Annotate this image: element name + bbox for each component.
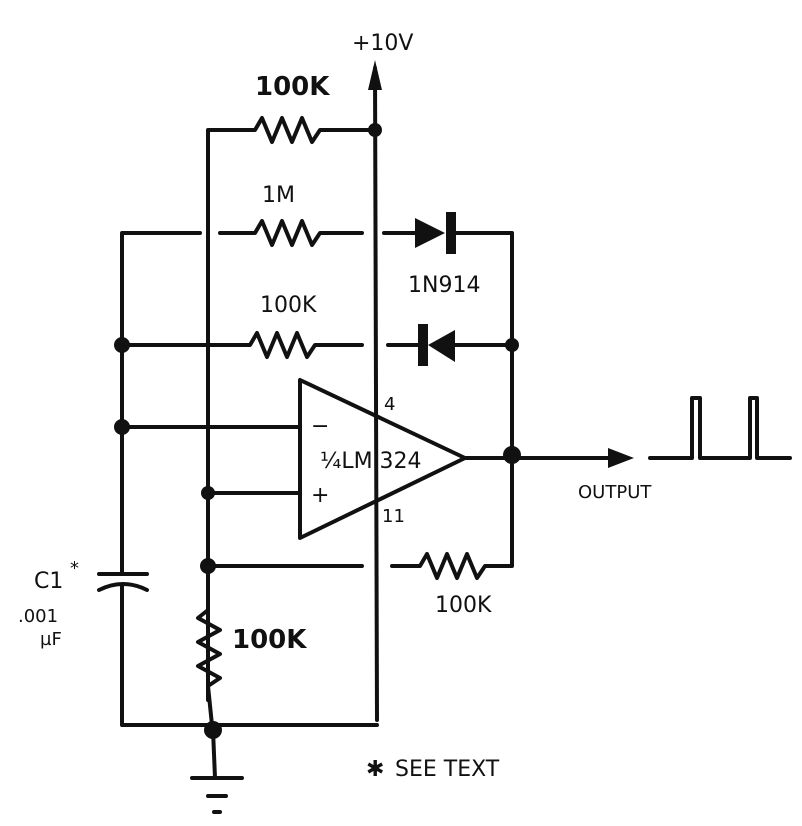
- resistor-top: 100K: [206, 72, 377, 702]
- footnote-text: SEE TEXT: [395, 757, 500, 782]
- capacitor-marker: *: [70, 558, 79, 579]
- resistor-mid: 100K: [120, 293, 364, 359]
- opamp-pin-11: 11: [382, 506, 405, 527]
- ground: [190, 721, 244, 814]
- supply-rail: +10V: [352, 31, 413, 722]
- capacitor-c1: C1 * .001 µF: [18, 343, 379, 727]
- capacitor-unit: µF: [40, 629, 62, 650]
- opamp: − + ¼LM 324 4 11: [120, 378, 467, 540]
- resistor-top-label: 100K: [255, 72, 330, 102]
- resistor-mid-label: 100K: [260, 293, 317, 318]
- resistor-divider: 100K: [196, 564, 307, 727]
- footnote: ✱ SEE TEXT: [366, 757, 500, 782]
- opamp-label: ¼LM 324: [320, 449, 422, 474]
- junction-dot: [505, 338, 519, 352]
- output: OUTPUT: [463, 396, 792, 503]
- resistor-divider-label: 100K: [232, 625, 307, 655]
- opamp-inverting-symbol: −: [311, 414, 329, 439]
- diode-forward: [415, 212, 514, 457]
- resistor-1m-label: 1M: [262, 183, 295, 208]
- junction-dot: [368, 123, 382, 137]
- opamp-pin-4: 4: [384, 394, 395, 415]
- resistor-feedback: 100K: [206, 453, 514, 618]
- footnote-marker: ✱: [366, 757, 384, 782]
- diode-reverse: [386, 324, 514, 366]
- pulse-waveform: [648, 396, 792, 460]
- resistor-feedback-label: 100K: [435, 593, 492, 618]
- opamp-noninverting-symbol: +: [311, 483, 329, 508]
- junction-dot: [201, 486, 215, 500]
- diode-reverse-icon: [428, 330, 455, 362]
- output-label: OUTPUT: [578, 482, 652, 503]
- output-arrow-icon: [608, 448, 634, 468]
- supply-label: +10V: [352, 31, 413, 56]
- capacitor-value: .001: [18, 606, 58, 627]
- resistor-1m: 1M: [120, 183, 417, 347]
- diode-label: 1N914: [408, 273, 480, 298]
- diode-forward-icon: [415, 218, 445, 248]
- capacitor-name: C1: [34, 569, 63, 594]
- supply-arrow-icon: [368, 60, 382, 90]
